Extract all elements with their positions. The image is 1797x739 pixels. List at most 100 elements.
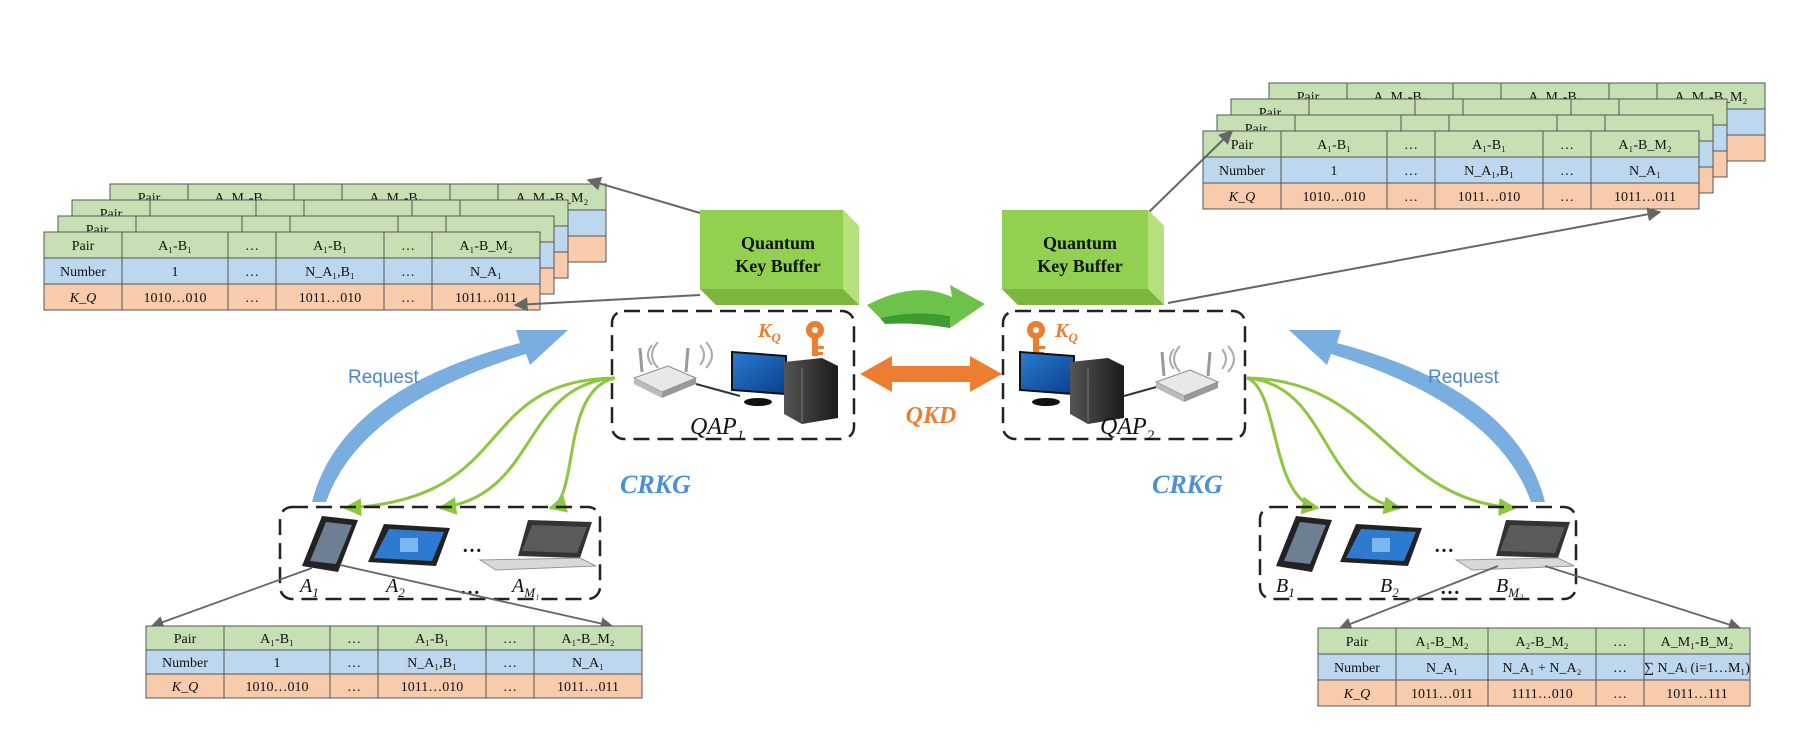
table-cell: 1011…011 — [455, 291, 517, 306]
buffer-right-line2: Key Buffer — [1037, 256, 1122, 276]
buffer-left-line1: Quantum — [741, 233, 815, 253]
buffer-left-line2: Key Buffer — [735, 256, 820, 276]
buffer-connectors — [513, 130, 1662, 312]
buffer-right-line1: Quantum — [1043, 233, 1117, 253]
table-row: Number 1 … N_A₁,B₁ … N_A₁ — [1202, 156, 1700, 184]
laptop-icon — [1454, 520, 1575, 571]
table-cell: A₁-B₁ — [415, 632, 449, 647]
kq-label-right: KQ — [1054, 320, 1078, 345]
table-cell: … — [1404, 164, 1418, 179]
table-cell: 1011…011 — [1614, 190, 1676, 205]
table-cell: … — [503, 632, 517, 647]
table-cell: 1 — [274, 656, 281, 671]
table-cell: 1011…010 — [299, 291, 361, 306]
table-cell: … — [1560, 138, 1574, 153]
crkg-links-left — [343, 376, 616, 517]
crkg-label-right: CRKG — [1152, 470, 1223, 499]
device-a1-label: A1 — [298, 575, 319, 600]
table-cell: N_A₁ — [1426, 661, 1458, 676]
tablet-icon — [368, 524, 450, 566]
row-header: K_Q — [171, 680, 198, 695]
kq-label-left: KQ — [757, 320, 781, 345]
table-cell: … — [503, 680, 517, 695]
table-cell: A₁-B₁ — [1472, 138, 1506, 153]
row-header: K_Q — [69, 291, 96, 306]
table-cell: 1 — [1331, 164, 1338, 179]
table-cell: … — [1404, 138, 1418, 153]
smartphone-icon — [1276, 516, 1332, 572]
device-b1-label: B1 — [1276, 575, 1295, 600]
table-cell: … — [1404, 190, 1418, 205]
request-arrow-right: Request — [1289, 330, 1545, 502]
table-cell: N_A₁ + N_A₂ — [1502, 661, 1581, 676]
key-icon — [1027, 321, 1045, 356]
laptop-icon — [478, 520, 597, 571]
smartphone-icon — [302, 516, 358, 572]
request-label-right: Request — [1428, 367, 1499, 388]
table-cell: … — [245, 291, 259, 306]
request-arrow-left: Request — [312, 330, 568, 502]
table-cell: A₁-B_M₂ — [459, 239, 512, 254]
qkd-label: QKD — [906, 403, 957, 429]
device-b2-label: B2 — [1380, 575, 1399, 600]
table-cell: ∑ N_Aᵢ (i=1…M₁) — [1644, 661, 1750, 676]
table-cell: N_A₁ — [470, 265, 502, 280]
request-label-left: Request — [348, 367, 419, 388]
table-cell: N_A₁ — [572, 656, 604, 671]
device-a2-label: A2 — [384, 575, 405, 600]
table-cell: … — [1613, 687, 1627, 702]
device-group-a: … A1 A2 … AM₁ — [278, 505, 602, 601]
row-header: Pair — [1231, 138, 1254, 153]
table-cell: A₁-B₁ — [1317, 138, 1351, 153]
crkg-label-left: CRKG — [620, 470, 691, 499]
device-a-ellipsis: … — [462, 535, 482, 557]
table-cell: 1111…010 — [1511, 687, 1572, 702]
qap2-box: KQ QAP2 — [1001, 309, 1247, 444]
quantum-key-buffer-right: Quantum Key Buffer — [1002, 210, 1164, 305]
table-cell: A₁-B₁ — [313, 239, 347, 254]
table-cell: … — [245, 239, 259, 254]
table-cell: A₁-B₁ — [158, 239, 192, 254]
table-cell: 1011…111 — [1666, 687, 1727, 702]
table-cell: N_A₁,B₁ — [305, 265, 355, 280]
qap1-key-table-stack: PairA_M₁-B₁…A_M₁-B₁…A_M₁-B_M₂NumberK_QPa… — [43, 183, 607, 311]
table-cell: 1 — [172, 265, 179, 280]
tablet-icon — [1340, 524, 1422, 566]
table-cell: 1010…010 — [144, 291, 207, 306]
router-icon — [632, 341, 713, 398]
table-cell: N_A₁ — [1629, 164, 1661, 179]
crkg-links-right — [1246, 376, 1517, 516]
table-cell: … — [1560, 164, 1574, 179]
qap1-label: QAP1 — [690, 414, 744, 444]
qkd-link: QKD — [860, 356, 1002, 429]
table-cell: N_A₁,B₁ — [1464, 164, 1514, 179]
row-header: Number — [1219, 164, 1265, 179]
qap2-key-table-stack: PairA_M₁-B₁…A_M₁-B₁…A_M₁-B_M₂NumberK_QPa… — [1202, 82, 1766, 210]
table-cell: A₁-B_M₂ — [1415, 635, 1468, 650]
table-cell: 1010…010 — [1303, 190, 1366, 205]
table-cell: A₂-B_M₂ — [1515, 635, 1568, 650]
row-header: K_Q — [1228, 190, 1255, 205]
device-bm2-label: BM₂ — [1496, 575, 1524, 600]
table-cell: … — [347, 656, 361, 671]
table-cell: 1011…010 — [401, 680, 463, 695]
computer-icon — [731, 350, 838, 424]
row-header: Number — [162, 656, 208, 671]
table-cell: … — [401, 265, 415, 280]
row-header: Number — [1334, 661, 1380, 676]
table-cell: A₁-B₁ — [260, 632, 294, 647]
device-table-connectors — [150, 564, 1742, 631]
device-b-ellipsis: … — [1434, 535, 1454, 557]
device-group-b: … B1 B2 … BM₂ — [1258, 505, 1578, 601]
router-icon — [1154, 345, 1235, 402]
